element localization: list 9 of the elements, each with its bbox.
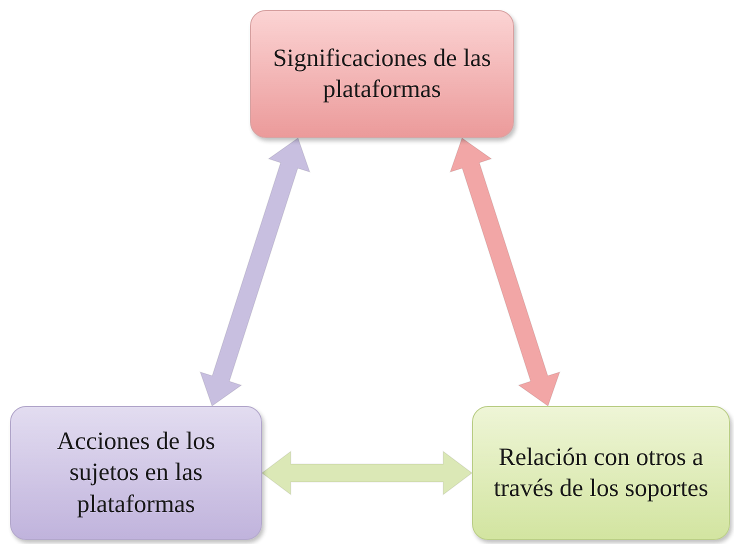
process-box (250, 10, 514, 138)
double-arrow (449, 137, 561, 407)
process-box (472, 406, 730, 540)
box-label: Acciones de los sujetos en las plataformas (56, 427, 216, 520)
box-label: Significaciones de las plataformas (272, 44, 492, 105)
double-arrow (261, 450, 473, 496)
box-label: Relación con otros a través de los soportes (492, 442, 710, 504)
double-arrow (199, 137, 311, 407)
process-box (10, 406, 262, 540)
